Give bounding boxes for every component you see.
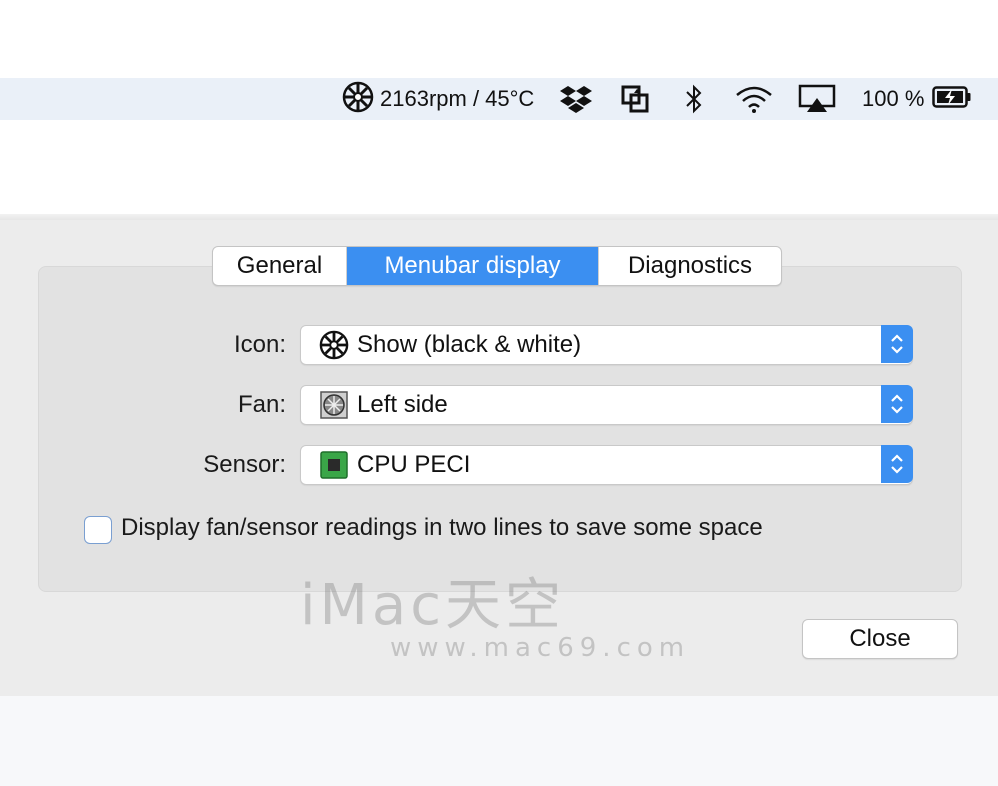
cpu-chip-icon <box>319 450 349 480</box>
preferences-window: General Menubar display Diagnostics Icon… <box>0 220 998 696</box>
fan-icon <box>342 81 374 118</box>
sensor-popup[interactable]: CPU PECI <box>300 445 913 485</box>
watermark-line2: www.mac69.com <box>390 633 691 663</box>
sensor-popup-value: CPU PECI <box>357 451 471 478</box>
icon-label: Icon: <box>233 331 286 358</box>
wifi-icon[interactable] <box>734 78 774 120</box>
fan-bw-icon <box>319 330 349 360</box>
fan-label: Fan: <box>237 391 286 418</box>
menu-bar: 2163rpm / 45°C <box>0 78 998 120</box>
desktop-area-bottom <box>0 696 998 786</box>
chevron-updown-icon <box>881 445 913 483</box>
desktop-area <box>0 120 998 218</box>
icon-popup-value: Show (black & white) <box>357 331 582 358</box>
fan-grid-icon <box>319 390 349 420</box>
two-lines-label: Display fan/sensor readings in two lines… <box>121 514 763 541</box>
chevron-updown-icon <box>881 385 913 423</box>
battery-status-item[interactable]: 100 % <box>862 78 972 120</box>
tab-general[interactable]: General <box>213 247 347 285</box>
sensor-label: Sensor: <box>203 451 286 478</box>
dropbox-icon[interactable] <box>560 78 592 120</box>
chevron-updown-icon <box>881 325 913 363</box>
settings-group <box>38 266 962 592</box>
tab-bar: General Menubar display Diagnostics <box>212 246 782 286</box>
fan-popup[interactable]: Left side <box>300 385 913 425</box>
fan-status-item[interactable]: 2163rpm / 45°C <box>342 78 534 120</box>
tab-menubar-display[interactable]: Menubar display <box>347 247 599 285</box>
fan-popup-value: Left side <box>357 391 448 418</box>
bluetooth-icon[interactable] <box>684 78 704 120</box>
battery-charging-icon <box>932 85 972 114</box>
airplay-icon[interactable] <box>798 78 836 120</box>
fan-reading-text: 2163rpm / 45°C <box>380 86 535 111</box>
icon-popup[interactable]: Show (black & white) <box>300 325 913 365</box>
tab-diagnostics[interactable]: Diagnostics <box>627 252 753 279</box>
battery-percent: 100 % <box>862 86 925 111</box>
sync-icon[interactable] <box>620 78 650 120</box>
close-button[interactable]: Close <box>802 619 958 659</box>
two-lines-checkbox[interactable] <box>84 516 112 544</box>
window-top-edge <box>0 214 998 220</box>
